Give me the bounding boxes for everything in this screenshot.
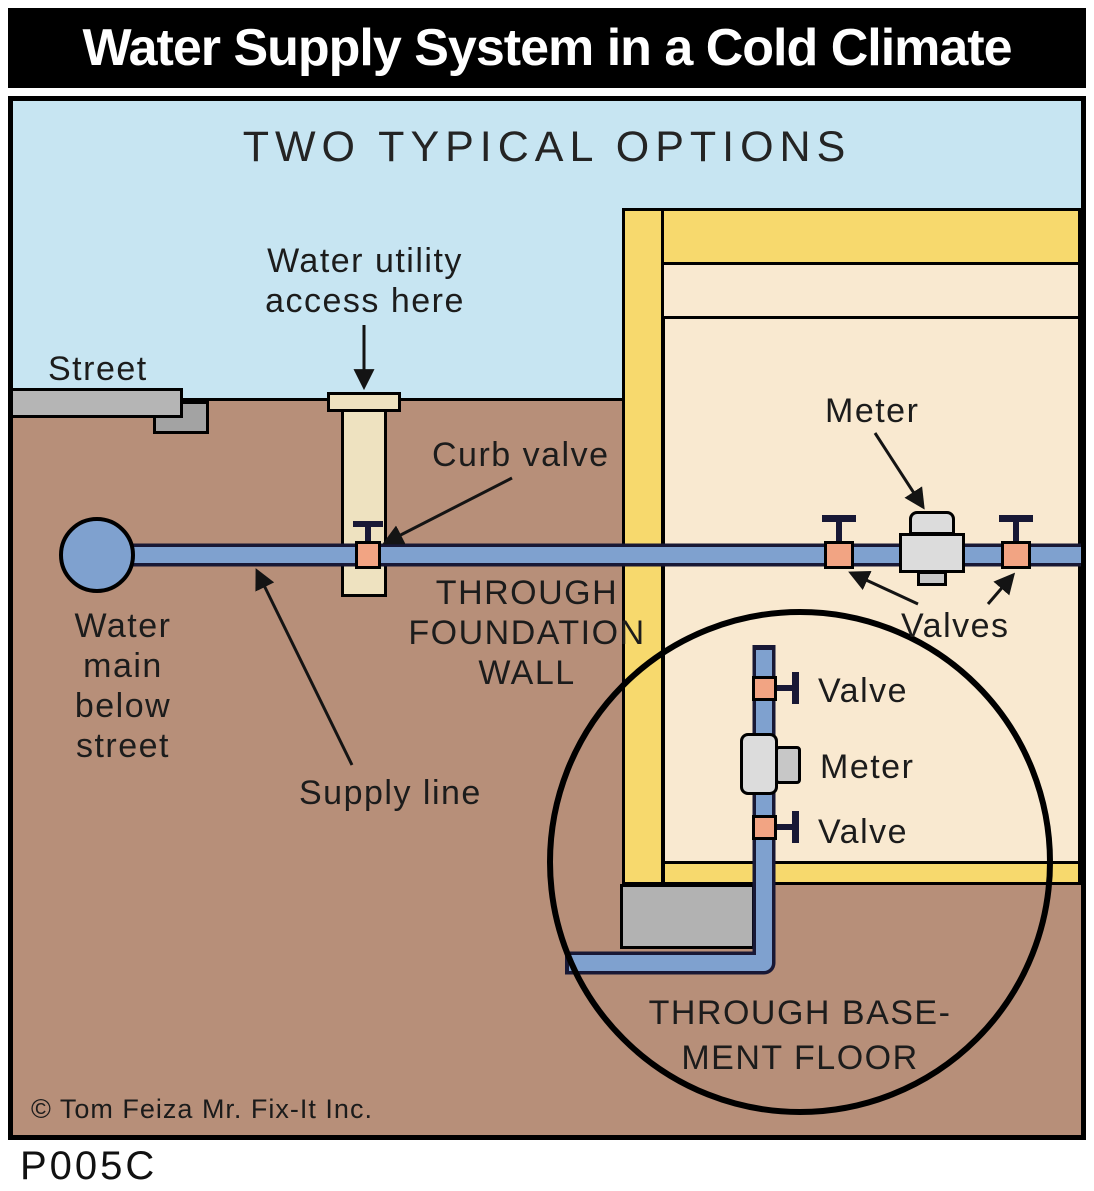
diagram-panel: TWO TYPICAL OPTIONS Street Water utility… xyxy=(8,96,1086,1140)
valve-b xyxy=(1001,541,1031,569)
arrow-valves-right xyxy=(986,572,1016,605)
water-main-label: Water main below street xyxy=(74,607,172,765)
arrow-curb-valve xyxy=(382,476,513,545)
meter-label: Meter xyxy=(825,392,920,430)
page-title: Water Supply System in a Cold Climate xyxy=(82,19,1012,77)
water-main-circle xyxy=(59,517,135,593)
inset-caption: THROUGH BASE- MENT FLOOR xyxy=(648,994,952,1077)
house-rim-band xyxy=(637,208,1081,265)
valve-a-handle-stem xyxy=(836,522,842,542)
arrow-valves-left xyxy=(848,570,919,606)
meter-nub xyxy=(917,571,947,586)
copyright: © Tom Feiza Mr. Fix-It Inc. xyxy=(31,1094,373,1124)
valves-label: Valves xyxy=(901,607,1010,645)
inset-valve-top-label: Valve xyxy=(818,672,909,710)
curb-valve-handle-stem xyxy=(365,527,371,543)
arrows-graphic xyxy=(255,325,1016,766)
inset-valve-bottom-label: Valve xyxy=(818,813,909,851)
valve-b-handle-bar xyxy=(999,515,1033,522)
figure-code: P005C xyxy=(20,1144,158,1188)
curb-valve xyxy=(355,541,381,569)
arrow-supply-line xyxy=(255,568,354,766)
curb-valve-label: Curb valve xyxy=(432,436,610,474)
arrow-meter xyxy=(873,432,925,510)
supply-line-label: Supply line xyxy=(299,774,482,812)
curb-valve-handle-bar xyxy=(353,521,383,527)
valve-a-handle-bar xyxy=(822,515,856,522)
water-utility-label: Water utility access here xyxy=(265,242,465,320)
street-label: Street xyxy=(48,350,148,388)
valve-a xyxy=(824,541,854,569)
through-foundation-label: THROUGH FOUNDATION WALL xyxy=(408,574,646,692)
street-surface xyxy=(13,388,183,418)
inset-meter-label: Meter xyxy=(820,748,915,786)
access-tube-cap xyxy=(327,392,401,412)
valve-b-handle-stem xyxy=(1013,522,1019,542)
title-bar: Water Supply System in a Cold Climate xyxy=(8,8,1086,88)
subtitle: TWO TYPICAL OPTIONS xyxy=(242,123,852,171)
inset-detail-circle xyxy=(547,609,1053,1115)
